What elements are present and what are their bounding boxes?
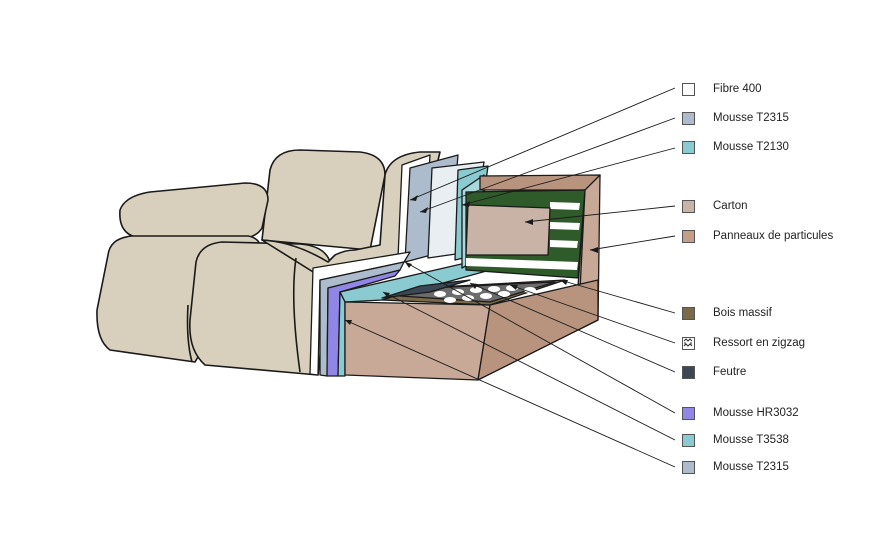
legend-item: Mousse T3538 [682, 431, 789, 449]
legend-item: Mousse HR3032 [682, 404, 799, 422]
legend-label: Mousse HR3032 [713, 407, 799, 419]
legend-item: Mousse T2315 [682, 109, 789, 127]
legend-item: Mousse T2130 [682, 138, 789, 156]
color-swatch [682, 111, 695, 125]
legend-label: Panneaux de particules [713, 230, 834, 242]
legend-item: Panneaux de particules [682, 227, 833, 245]
legend-item: Fibre 400 [682, 80, 762, 98]
color-swatch [682, 365, 695, 379]
legend-item: Mousse T2315 [682, 458, 789, 476]
legend-item: Carton [682, 197, 748, 215]
color-swatch [682, 199, 695, 213]
legend-label: Feutre [713, 366, 747, 378]
color-swatch [682, 229, 695, 243]
legend-label: Mousse T2315 [713, 461, 789, 473]
color-swatch [682, 433, 695, 447]
legend-label: Bois massif [713, 307, 772, 319]
leader-arrowheads [345, 195, 598, 325]
legend-label: Fibre 400 [713, 83, 762, 95]
legend-label: Mousse T2315 [713, 112, 789, 124]
legend-label: Carton [713, 200, 748, 212]
zigzag-spring-swatch-icon [682, 336, 695, 350]
legend-label: Mousse T2130 [713, 141, 789, 153]
legend-label: Ressort en zigzag [713, 337, 806, 349]
color-swatch [682, 406, 695, 420]
leader-lines [344, 87, 676, 468]
color-swatch [682, 140, 695, 154]
legend-item: Ressort en zigzag [682, 334, 805, 352]
legend-label: Mousse T3538 [713, 434, 789, 446]
color-swatch [682, 82, 695, 96]
legend-item: Bois massif [682, 304, 772, 322]
sofa-left-module [96, 149, 441, 376]
color-swatch [682, 460, 695, 474]
legend-item: Feutre [682, 363, 746, 381]
color-swatch [682, 306, 695, 320]
